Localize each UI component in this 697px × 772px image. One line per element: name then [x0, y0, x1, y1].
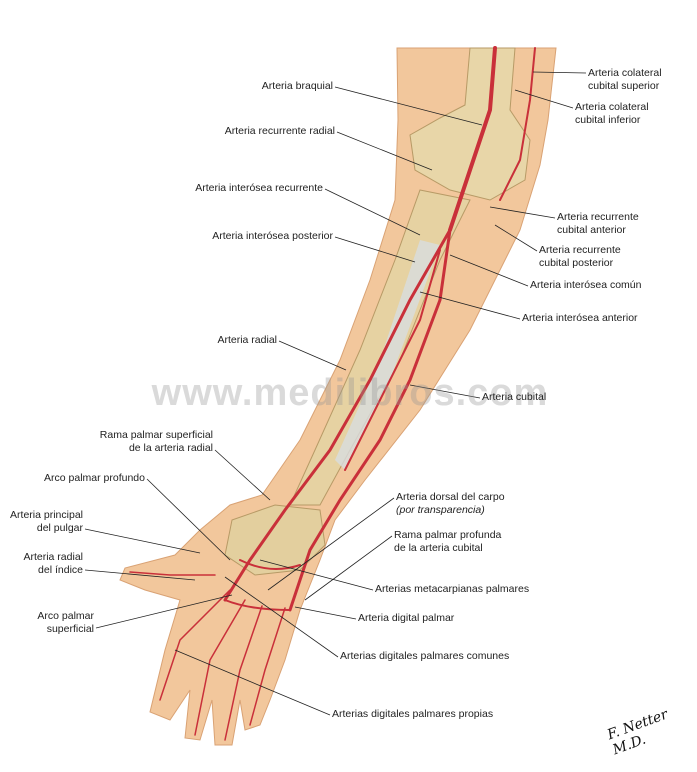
label-metacarpianas-palmares: Arterias metacarpianas palmares	[375, 583, 530, 595]
label-arteria-cubital: Arteria cubital	[482, 391, 547, 403]
label-digital-palmar: Arteria digital palmar	[358, 612, 455, 624]
label-interosea-anterior: Arteria interósea anterior	[522, 312, 638, 324]
label-arteria-dorsal-carpo: Arteria dorsal del carpo(por transparenc…	[396, 491, 505, 516]
label-arteria-interosea-posterior: Arteria interósea posterior	[212, 230, 333, 242]
label-interosea-comun: Arteria interósea común	[530, 279, 642, 291]
leader-lines	[84, 71, 587, 716]
label-arteria-recurrente-radial: Arteria recurrente radial	[224, 125, 335, 137]
label-arco-palmar-profundo: Arco palmar profundo	[44, 472, 145, 484]
label-arteria-interosea-recurrente: Arteria interósea recurrente	[195, 182, 323, 194]
label-digitales-comunes: Arterias digitales palmares comunes	[340, 650, 510, 662]
label-digitales-propias: Arterias digitales palmares propias	[332, 708, 494, 720]
label-arteria-radial: Arteria radial	[217, 334, 277, 346]
interosseous-membrane	[335, 240, 440, 470]
watermark: www.medilibros.com	[151, 372, 549, 414]
humerus-bone	[409, 47, 531, 201]
label-arteria-braquial: Arteria braquial	[261, 80, 333, 92]
artery-network	[129, 46, 536, 741]
